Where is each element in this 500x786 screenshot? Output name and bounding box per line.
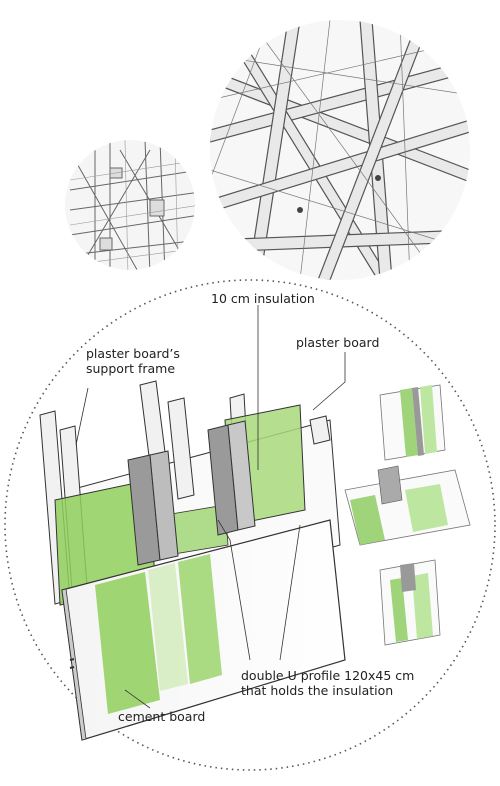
inset-sketch-middle <box>344 465 471 546</box>
label-support-frame-line2: support frame <box>86 361 176 376</box>
label-double-u-line2: that holds the insulation <box>241 683 394 698</box>
label-double-u-line1: double U profile 120x45 cm <box>241 668 415 683</box>
leader-lines <box>75 305 346 709</box>
large-structure-sketch <box>210 20 470 280</box>
label-support-frame-line1: plaster board’s <box>86 346 180 361</box>
inset-sketch-top <box>379 384 446 461</box>
label-cement-board: cement board <box>118 709 206 724</box>
wall-assembly <box>39 380 346 741</box>
inset-sketch-bottom <box>379 559 441 646</box>
small-structure-sketch <box>65 140 195 270</box>
dotted-detail-outline <box>4 279 496 771</box>
label-insulation: 10 cm insulation <box>211 291 315 306</box>
label-plaster-board: plaster board <box>296 335 380 350</box>
label-support-frame: plaster board’s support frame <box>86 346 180 376</box>
label-double-u-profile: double U profile 120x45 cm that holds th… <box>241 668 414 698</box>
